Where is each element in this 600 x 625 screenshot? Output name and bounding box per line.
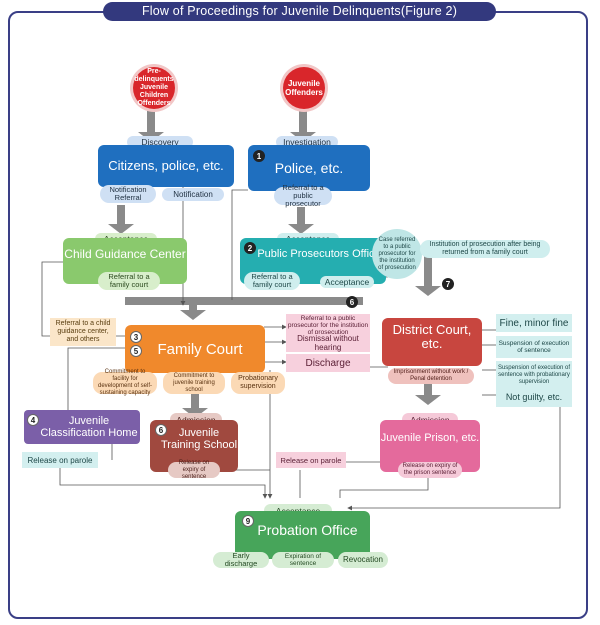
notification-label: Notification bbox=[162, 188, 224, 201]
release-expiry-left-label: Release on expiry of sentence bbox=[168, 460, 220, 480]
district-court-label: District Court, etc. bbox=[392, 322, 472, 351]
acceptance-ppo2-label: Acceptance bbox=[320, 276, 374, 288]
expiration-sentence-label: Expiration of sentence bbox=[272, 552, 334, 568]
jp-label: Juvenile Prison, etc. bbox=[380, 432, 480, 444]
release-parole-right-box: Release on parole bbox=[276, 452, 346, 468]
not-guilty-box: Not guilty, etc. bbox=[496, 387, 572, 407]
step-number-3: 3 bbox=[130, 331, 142, 343]
police-box: Police, etc. bbox=[248, 145, 370, 191]
suspension-execution-box: Suspension of execution of sentence bbox=[496, 336, 572, 358]
step-number-7: 7 bbox=[442, 278, 454, 290]
step-number-2: 2 bbox=[244, 242, 256, 254]
revocation-label: Revocation bbox=[338, 552, 388, 568]
early-discharge-label: Early discharge bbox=[213, 552, 269, 568]
cgc-label: Child Guidance Center bbox=[64, 247, 186, 261]
discharge-box: Discharge bbox=[286, 354, 370, 372]
step-number-1: 1 bbox=[253, 150, 265, 162]
step-number-6-bottom: 6 bbox=[155, 424, 167, 436]
notification-referral-label: Notification Referral bbox=[100, 185, 156, 203]
step-number-6-top: 6 bbox=[346, 296, 358, 308]
case-referred-circle: Case referred to a public prosecutor for… bbox=[372, 229, 422, 279]
step-number-4: 4 bbox=[27, 414, 39, 426]
start-juvenile-offenders-circle: Juvenile Offenders bbox=[283, 67, 325, 109]
jch-label: Juvenile Classification Home bbox=[40, 415, 138, 439]
step-number-5: 5 bbox=[130, 345, 142, 357]
juvenile-prison-box: Juvenile Prison, etc. bbox=[380, 420, 480, 472]
citizens-police-box: Citizens, police, etc. bbox=[98, 145, 234, 187]
family-court-box: Family Court bbox=[125, 325, 265, 373]
ppo-label: Public Prosecutors Office bbox=[257, 248, 381, 260]
referral-public-prosecutor-label: Referral to a public prosecutor bbox=[274, 184, 332, 208]
start-pre-delinquents-circle: Pre-delinquents Juvenile Children Offend… bbox=[133, 67, 175, 109]
fine-box: Fine, minor fine bbox=[496, 314, 572, 332]
probation-office-label: Probation Office bbox=[257, 522, 358, 538]
juvenile-classification-home-box: Juvenile Classification Home bbox=[24, 410, 140, 444]
institution-prosecution-label: Institution of prosecution after being r… bbox=[420, 240, 550, 258]
release-expiry-right-label: Release on expiry of the prison sentence bbox=[398, 462, 462, 478]
referral-pp-institution-box: Referral to a public prosecutor for the … bbox=[286, 314, 370, 336]
imprisonment-label: Imprisonment without work / Penal detent… bbox=[388, 368, 474, 384]
commit-development-facility-label: Commitment to facility for development o… bbox=[93, 369, 157, 396]
referral-family-court-ppo-label: Referral to a family court bbox=[244, 272, 300, 290]
release-parole-left-box: Release on parole bbox=[22, 452, 98, 468]
commit-training-school-label: Commitment to juvenile training school bbox=[163, 372, 225, 394]
diagram-title: Flow of Proceedings for Juvenile Delinqu… bbox=[103, 2, 496, 21]
dismissal-box: Dismissal without hearing bbox=[286, 334, 370, 352]
family-court-label: Family Court bbox=[157, 340, 243, 358]
probation-office-box: Probation Office bbox=[235, 511, 370, 559]
suspension-probation-box: Suspension of execution of sentence with… bbox=[496, 361, 572, 389]
referral-cgc-others-note: Referral to a child guidance center, and… bbox=[50, 318, 116, 346]
step-number-9: 9 bbox=[242, 515, 254, 527]
referral-family-court-cgc-label: Referral to a family court bbox=[98, 272, 160, 290]
district-court-box: District Court, etc. bbox=[382, 318, 482, 366]
jts-label: Juvenile Training School bbox=[160, 427, 238, 451]
police-label: Police, etc. bbox=[274, 160, 344, 176]
probationary-supervision-label: Probationary supervision bbox=[231, 372, 285, 394]
